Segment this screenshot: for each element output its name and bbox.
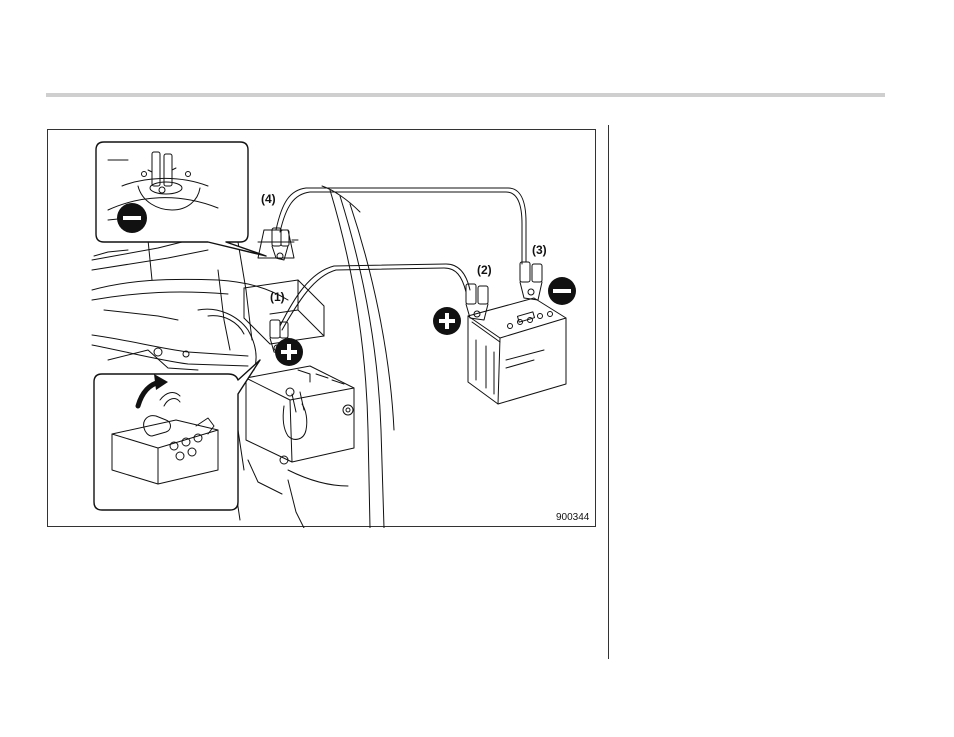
callout-2: (2) xyxy=(477,263,492,277)
jumper-cables xyxy=(276,188,526,330)
header-rule xyxy=(46,93,885,97)
clamp-2 xyxy=(466,284,488,320)
figure-number: 900344 xyxy=(556,512,590,523)
column-divider xyxy=(608,125,609,659)
callout-3: (3) xyxy=(532,243,547,257)
inset-ground-detail xyxy=(96,142,266,256)
callout-4: (4) xyxy=(261,192,276,206)
jump-start-figure: (4) (1) (2) (3) 900344 xyxy=(47,129,596,527)
minus-circle-icon xyxy=(117,203,147,233)
inset-terminal-detail xyxy=(94,360,260,510)
jump-start-illustration: (4) (1) (2) (3) 900344 xyxy=(48,130,597,528)
booster-battery xyxy=(468,298,566,404)
clamp-4 xyxy=(272,228,298,260)
plus-circle-icon xyxy=(275,338,303,366)
callout-1: (1) xyxy=(270,290,285,304)
minus-circle-icon xyxy=(548,277,576,305)
plus-circle-icon xyxy=(433,307,461,335)
clamp-3 xyxy=(520,262,542,300)
